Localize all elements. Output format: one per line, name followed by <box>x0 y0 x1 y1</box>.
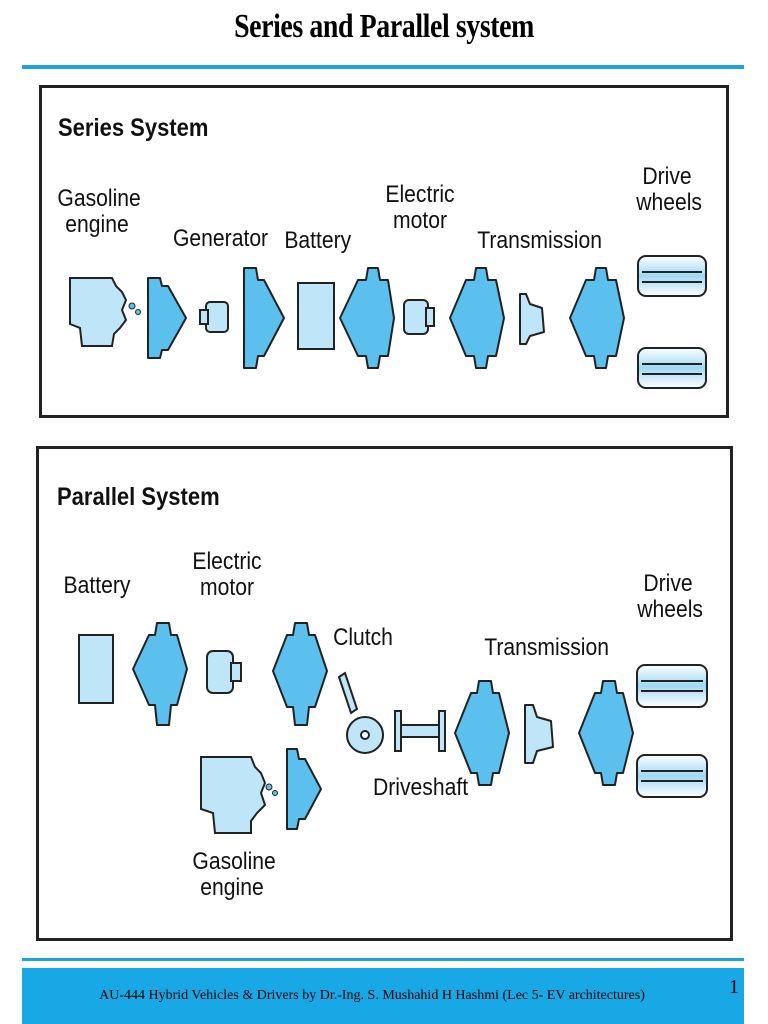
parallel-drive-wheels-label: Drive wheels <box>637 570 703 623</box>
drive-wheel-icon <box>637 347 707 389</box>
parallel-system-heading: Parallel System <box>57 483 220 511</box>
parallel-battery-label: Battery <box>63 572 131 599</box>
transmission-icon <box>524 704 554 764</box>
bidirectional-arrow <box>339 267 395 369</box>
clutch-icon <box>337 671 384 754</box>
transmission-icon <box>519 293 545 345</box>
slide-title: Series and Parallel system <box>234 8 534 45</box>
flow-arrow <box>286 748 322 830</box>
flow-arrow <box>243 267 285 369</box>
series-battery-label: Battery <box>284 227 352 254</box>
page-number: 1 <box>729 976 739 998</box>
drive-wheel-icon <box>636 754 708 798</box>
gasoline-engine-icon <box>200 756 278 834</box>
bidirectional-arrow <box>569 267 625 369</box>
bidirectional-arrow <box>449 267 505 369</box>
parallel-transmission-label: Transmission <box>484 634 609 661</box>
bidirectional-arrow <box>454 680 510 786</box>
electric-motor-icon <box>403 299 435 335</box>
footer-divider <box>22 958 744 961</box>
parallel-system-panel: Parallel System Battery Electric motor C… <box>36 446 733 941</box>
flow-arrow <box>147 277 187 359</box>
battery-icon <box>297 282 335 350</box>
driveshaft-icon <box>394 710 446 752</box>
parallel-driveshaft-label: Driveshaft <box>373 774 469 801</box>
battery-icon <box>78 634 114 704</box>
parallel-diagram <box>78 622 708 834</box>
series-transmission-label: Transmission <box>477 227 602 254</box>
bidirectional-arrow <box>578 680 634 786</box>
title-divider <box>22 65 744 69</box>
series-generator-label: Generator <box>173 225 269 252</box>
series-gasoline-engine-label: Gasoline engine <box>57 185 141 238</box>
drive-wheel-icon <box>637 255 707 297</box>
bidirectional-arrow <box>132 622 188 726</box>
parallel-gasoline-engine-label: Gasoline engine <box>192 848 276 901</box>
electric-motor-icon <box>206 650 242 694</box>
series-system-panel: Series System Gasoline engine Generator … <box>39 85 729 418</box>
footer-text: AU-444 Hybrid Vehicles & Drivers by Dr.-… <box>99 988 645 1003</box>
bidirectional-arrow <box>272 622 328 726</box>
series-electric-motor-label: Electric motor <box>385 181 455 234</box>
slide-footer: AU-444 Hybrid Vehicles & Drivers by Dr.-… <box>22 968 744 1024</box>
parallel-clutch-label: Clutch <box>333 624 393 651</box>
series-diagram <box>69 255 707 389</box>
series-drive-wheels-label: Drive wheels <box>636 163 702 216</box>
generator-icon <box>199 301 229 333</box>
series-system-heading: Series System <box>58 114 209 142</box>
parallel-electric-motor-label: Electric motor <box>192 548 262 601</box>
drive-wheel-icon <box>636 664 708 708</box>
gasoline-engine-icon <box>69 277 141 347</box>
